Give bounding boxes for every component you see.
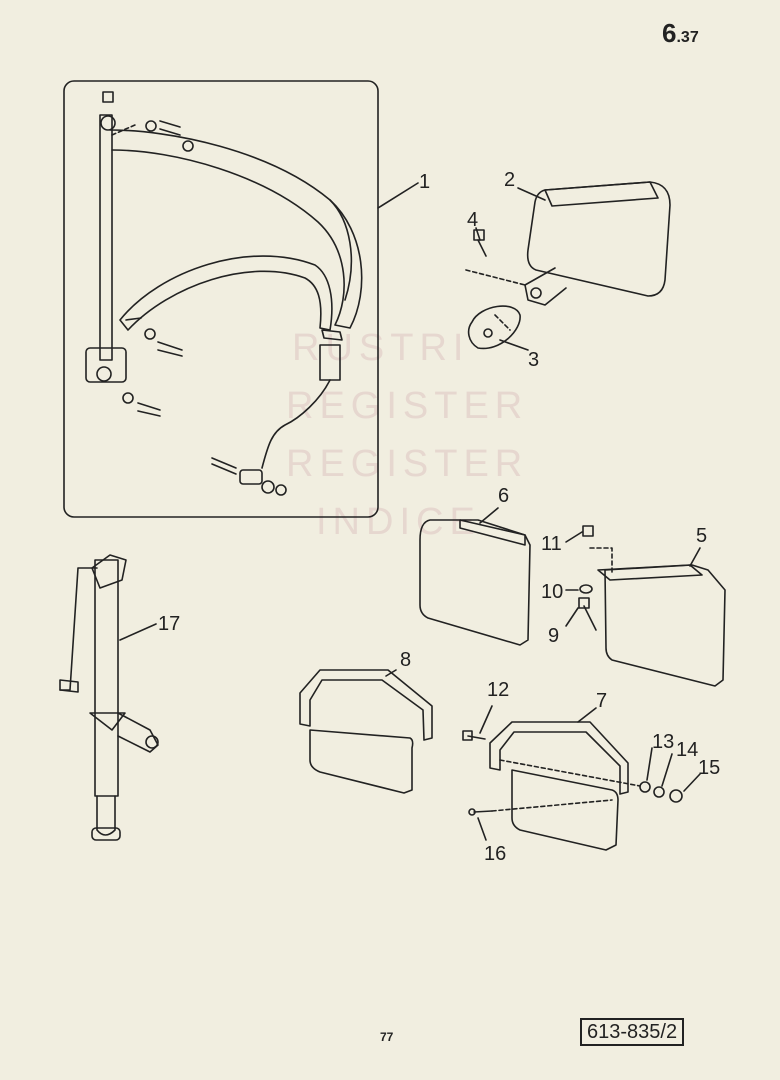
callout-15: 15 (698, 757, 720, 779)
rear-view-mirror (465, 181, 671, 350)
callout-1: 1 (419, 171, 430, 193)
callout-7: 7 (596, 690, 607, 712)
callout-2: 2 (504, 169, 515, 191)
bolt-upper (145, 120, 194, 152)
bolt-mid (144, 328, 183, 357)
mudflap-5 (578, 525, 726, 687)
mudflap-6 (419, 519, 531, 646)
callout-10: 10 (541, 581, 563, 603)
svg-text:REGISTER: REGISTER (286, 385, 528, 427)
drawing-reference: 613-835/2 (580, 1018, 685, 1046)
seat-belt-group-box (63, 80, 379, 518)
page-number: 77 (380, 1030, 394, 1044)
callout-8: 8 (400, 649, 411, 671)
callout-9: 9 (548, 625, 559, 647)
svg-text:REGISTER: REGISTER (286, 443, 528, 485)
page-code: 6.37 (662, 18, 699, 48)
callout-16: 16 (484, 843, 506, 865)
svg-text:INDICE: INDICE (316, 501, 481, 543)
callout-4: 4 (467, 209, 478, 231)
callout-11: 11 (541, 533, 562, 555)
callout-13: 13 (652, 731, 674, 753)
mudflap-bracket-8 (299, 669, 433, 794)
callout-6: 6 (498, 485, 509, 507)
jack-crank-17 (59, 554, 159, 841)
mudflap-bracket-7 (462, 721, 683, 851)
svg-text:RUSTRI: RUSTRI (292, 327, 469, 369)
watermark: RUSTRI REGISTER REGISTER INDICE (286, 327, 528, 543)
callout-17: 17 (158, 613, 180, 635)
leader-lines (119, 182, 701, 841)
callout-numbers: 1 2 3 4 5 6 7 8 9 10 11 12 13 14 15 16 1… (158, 169, 720, 865)
callout-14: 14 (676, 739, 698, 761)
callout-3: 3 (528, 349, 539, 371)
callout-5: 5 (696, 525, 707, 547)
seat-belt-assembly (85, 91, 363, 496)
bolt-lower (122, 392, 161, 417)
callout-12: 12 (487, 679, 509, 701)
